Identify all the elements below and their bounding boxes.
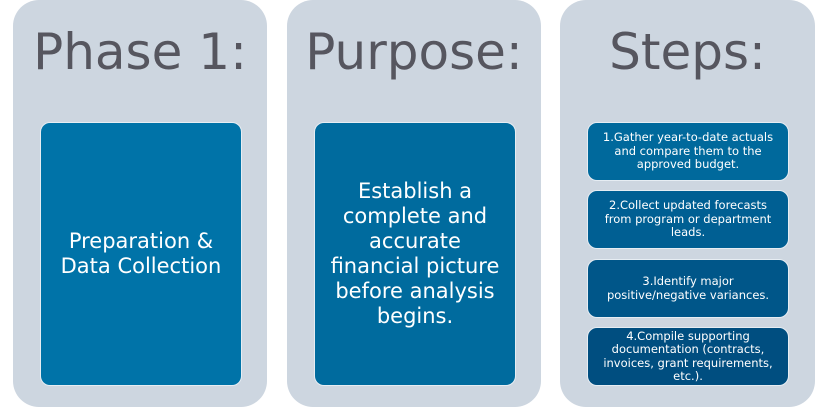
step-box: 4.Compile supporting documentation (cont… <box>587 327 789 386</box>
purpose-box: Establish a complete and accurate financ… <box>314 122 516 386</box>
purpose-panel: Purpose: Establish a complete and accura… <box>287 0 541 407</box>
steps-panel: Steps: 1.Gather year-to-date actuals and… <box>560 0 815 407</box>
step-box: 2.Collect updated forecasts from program… <box>587 190 789 249</box>
phase-box: Preparation & Data Collection <box>40 122 242 386</box>
phase-panel: Phase 1: Preparation & Data Collection <box>13 0 267 407</box>
step-box: 1.Gather year-to-date actuals and compar… <box>587 122 789 181</box>
steps-title: Steps: <box>609 23 766 81</box>
purpose-title: Purpose: <box>305 23 523 81</box>
step-box: 3.Identify major positive/negative varia… <box>587 259 789 318</box>
phase-title: Phase 1: <box>33 23 247 81</box>
